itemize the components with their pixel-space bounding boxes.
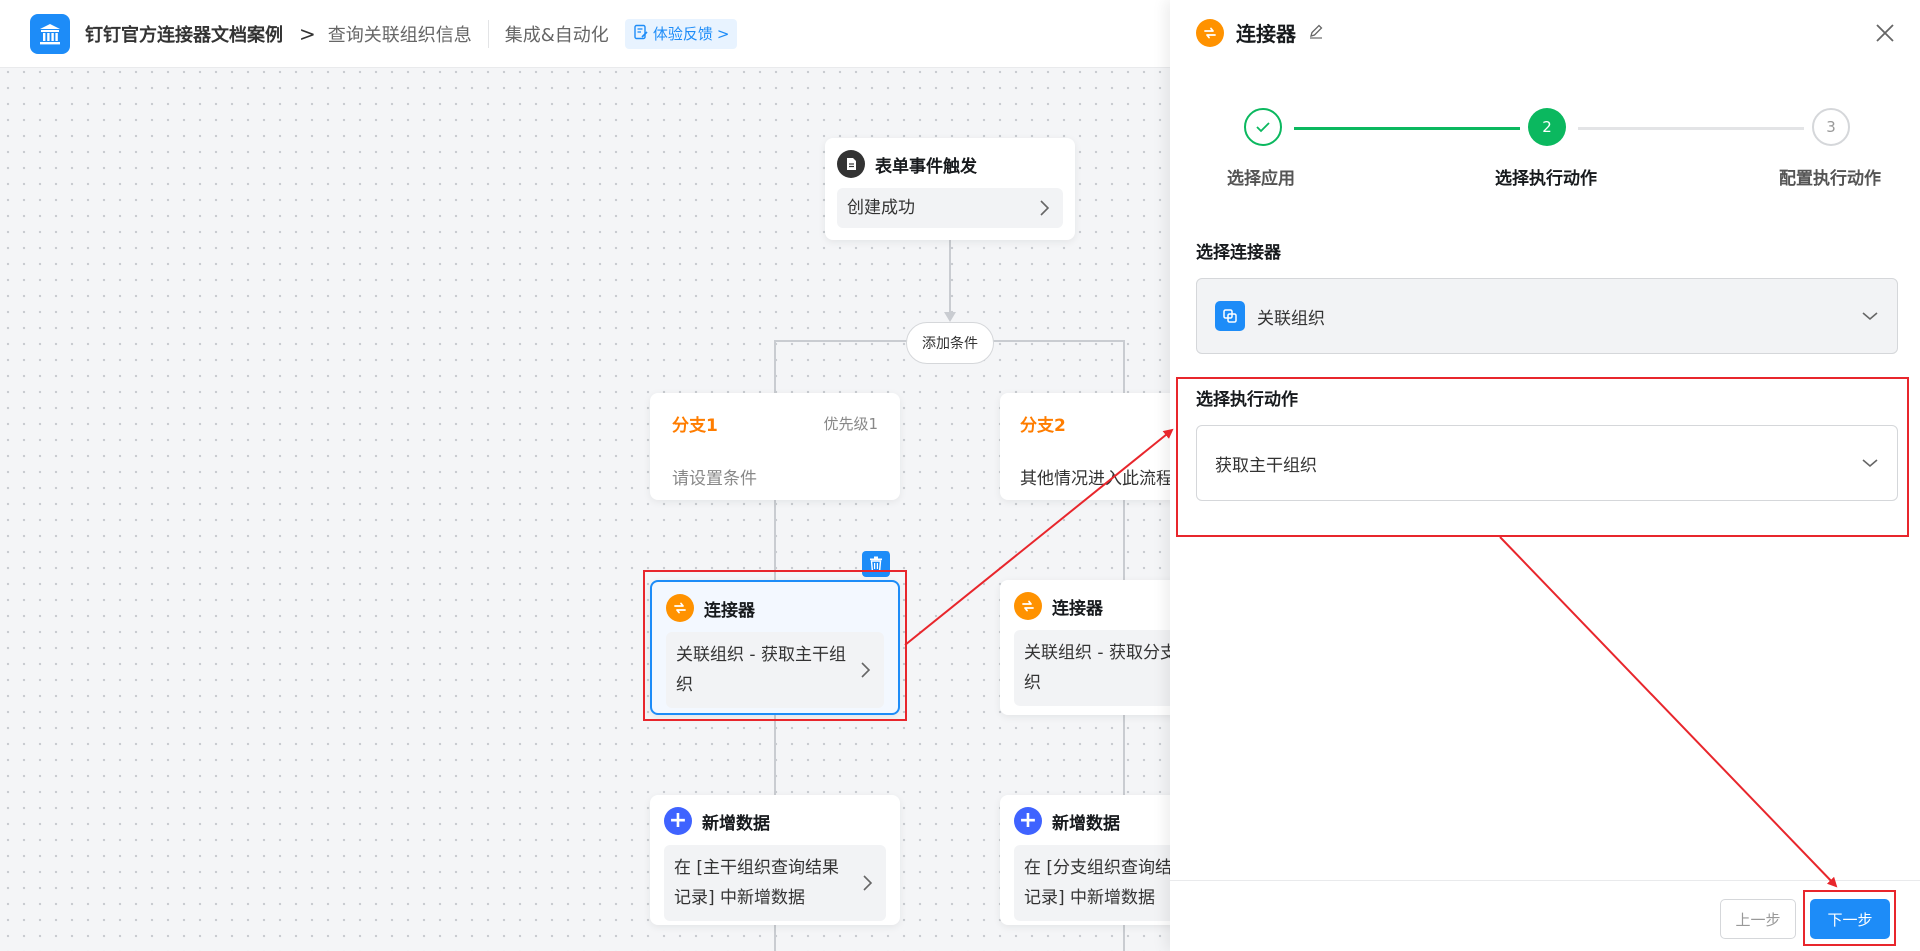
branch-1-priority: 优先级1 [823,415,878,433]
panel-title: 连接器 [1236,22,1296,46]
step-3-number: 3 [1826,118,1836,136]
action-select[interactable]: 获取主干组织 [1196,425,1898,501]
add-data-2-desc: 在 [分支组织查询结果记录] 中新增数据 [1024,858,1190,908]
breadcrumb-separator: > [299,21,316,46]
step-2-number: 2 [1542,118,1552,136]
bank-icon[interactable] [30,13,70,54]
trash-icon[interactable] [862,551,890,577]
step-3-circle[interactable]: 3 [1812,108,1850,146]
connector-2-desc: 关联组织 - 获取分支组织 [1024,643,1194,693]
add-data-1-desc: 在 [主干组织查询结果记录] 中新增数据 [674,858,840,908]
connector-select-value: 关联组织 [1257,308,1325,329]
connector-1-title: 连接器 [704,600,755,621]
step-2-circle[interactable]: 2 [1528,108,1566,146]
add-data-1-node[interactable]: + 新增数据 在 [主干组织查询结果记录] 中新增数据 [650,795,900,925]
trigger-node[interactable]: 表单事件触发 创建成功 [825,138,1075,240]
connector-select[interactable]: 关联组织 [1196,278,1898,354]
document-icon [837,150,865,178]
add-data-1-body[interactable]: 在 [主干组织查询结果记录] 中新增数据 [664,845,886,921]
trigger-title: 表单事件触发 [875,156,977,177]
feedback-button[interactable]: 体验反馈 > [624,18,738,49]
step-1-circle[interactable] [1244,108,1282,146]
divider [487,19,489,48]
connector-1-node[interactable]: 连接器 关联组织 - 获取主干组织 [650,580,900,715]
plus-icon: + [1014,807,1042,835]
plus-icon: + [664,807,692,835]
connector-1-body[interactable]: 关联组织 - 获取主干组织 [666,632,884,708]
connector-field-label: 选择连接器 [1196,243,1281,263]
trigger-event-row[interactable]: 创建成功 [837,188,1063,228]
step-3-label: 配置执行动作 [1779,169,1881,189]
breadcrumb-section[interactable]: 集成&自动化 [504,24,609,46]
pencil-icon[interactable] [1308,23,1324,43]
action-select-value: 获取主干组织 [1215,455,1317,476]
chevron-right-icon [1040,200,1050,216]
add-data-2-title: 新增数据 [1052,813,1120,834]
branch-1-desc: 请设置条件 [672,469,757,489]
connector-2-title: 连接器 [1052,598,1103,619]
chevron-right-icon: > [716,24,730,43]
branch-1-node[interactable]: 分支1 优先级1 请设置条件 [650,393,900,500]
feedback-label: 体验反馈 [652,25,713,43]
close-icon[interactable] [1874,22,1896,44]
connector-icon [1014,592,1042,620]
check-icon [1256,122,1270,133]
step-line-done [1294,127,1520,130]
chevron-down-icon [1862,312,1878,321]
connector-config-panel: 连接器 2 3 选择应用 选择执行动作 配置执行动作 选择连接器 关联组织 选择… [1170,0,1920,951]
branch-2-title: 分支2 [1020,416,1066,436]
chevron-right-icon [863,875,873,891]
copy-icon [1215,301,1245,331]
step-1-label: 选择应用 [1227,169,1295,189]
action-field-label: 选择执行动作 [1196,390,1298,410]
stepper: 2 3 选择应用 选择执行动作 配置执行动作 [1170,108,1920,198]
step-line-pending [1578,127,1804,130]
app-title[interactable]: 钉钉官方连接器文档案例 [85,24,283,46]
branch-1-title: 分支1 [672,416,718,436]
chevron-down-icon [1862,459,1878,468]
panel-footer: 上一步 下一步 [1170,880,1920,951]
connector-icon [666,594,694,622]
add-condition-button[interactable]: 添加条件 [906,322,994,364]
add-data-1-title: 新增数据 [702,813,770,834]
connector-1-desc: 关联组织 - 获取主干组织 [676,645,846,695]
edit-note-icon [633,24,649,44]
connector-icon [1196,18,1224,47]
chevron-right-icon [861,662,871,678]
prev-step-button[interactable]: 上一步 [1720,899,1796,939]
next-step-button[interactable]: 下一步 [1810,899,1890,939]
step-2-label: 选择执行动作 [1495,169,1597,189]
trigger-event: 创建成功 [847,198,915,218]
breadcrumb-page[interactable]: 查询关联组织信息 [327,24,472,46]
